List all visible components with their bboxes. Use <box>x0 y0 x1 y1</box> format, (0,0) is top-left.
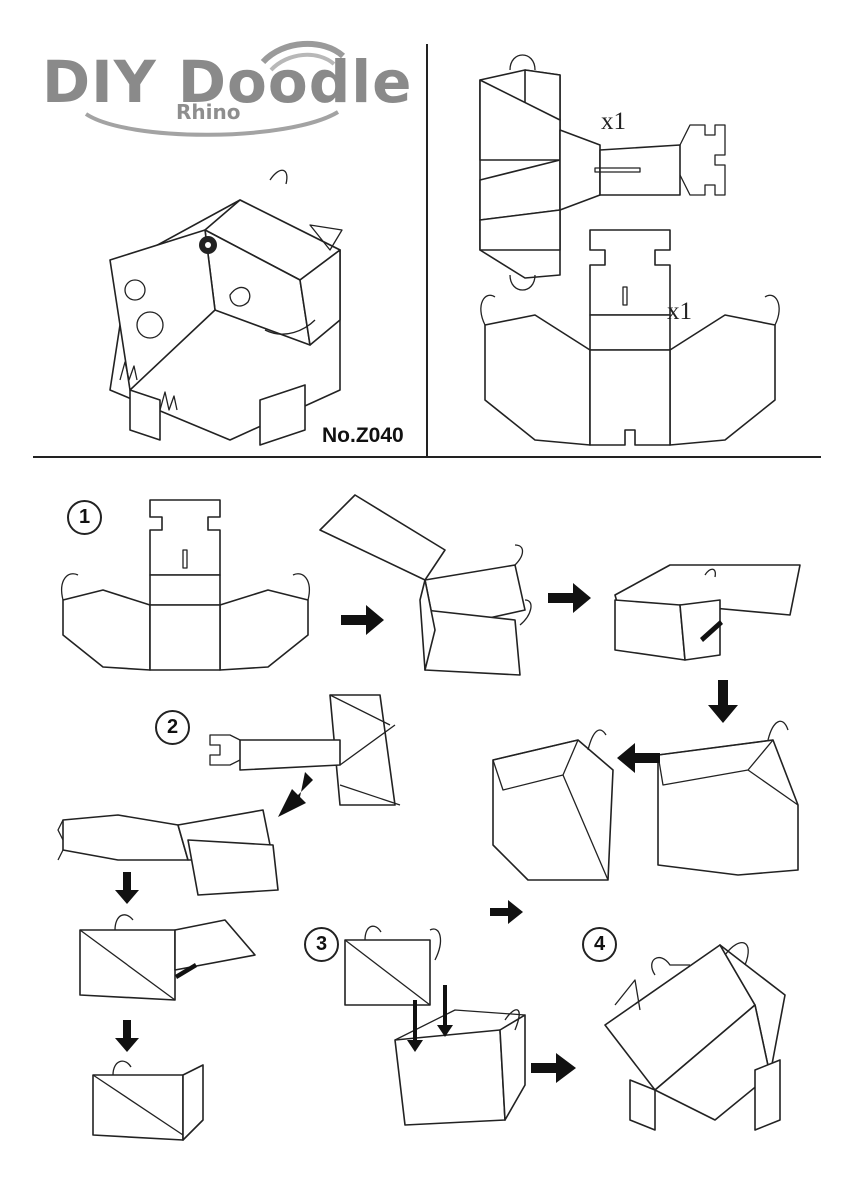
arrow-down-icon <box>115 1020 139 1052</box>
brand-subtitle: Rhino <box>176 100 241 124</box>
part-2-quantity: x1 <box>667 298 692 325</box>
step-1-box-front <box>492 729 614 881</box>
horizontal-divider <box>33 456 821 458</box>
step-2-marker: 2 <box>155 710 190 745</box>
insert-arrow-icon <box>437 985 453 1037</box>
step-4-marker: 4 <box>582 927 617 962</box>
arrow-right-icon <box>531 1053 576 1083</box>
step-1-box-side <box>657 720 799 876</box>
die-cut-part-head <box>479 54 726 291</box>
rhino-product-illustration <box>109 169 343 446</box>
step-3-marker: 3 <box>304 927 339 962</box>
brand-logo: DIY Doodle Rhino <box>38 30 412 140</box>
vertical-divider <box>426 44 428 456</box>
step-3-body-box <box>394 985 526 1126</box>
arrow-left-icon <box>617 743 660 773</box>
arrow-down-icon <box>115 872 139 904</box>
step-1-partial-fold <box>319 494 532 676</box>
arrow-right-icon <box>490 900 523 924</box>
arrow-right-icon <box>341 605 384 635</box>
insert-arrow-icon <box>700 620 723 642</box>
step-2-box-a <box>79 914 256 1001</box>
step-2-box-b <box>92 1060 204 1141</box>
arrow-down-icon <box>708 680 738 723</box>
step-2-head-piece <box>209 694 401 806</box>
logo-arc-icon <box>84 41 346 137</box>
insert-arrow-icon <box>407 1000 423 1052</box>
die-cut-part-body <box>480 229 780 446</box>
insert-arrow-icon <box>175 963 197 979</box>
step-2-folded-side <box>57 809 279 896</box>
product-number: No.Z040 <box>322 424 404 447</box>
arrow-right-icon <box>548 583 591 613</box>
step-1-flap-insert <box>614 564 801 661</box>
arrow-down-left-icon <box>278 772 313 817</box>
part-1-quantity: x1 <box>601 108 626 135</box>
brand-name: DIY Doodle <box>42 48 413 116</box>
step-1-marker: 1 <box>67 500 102 535</box>
step-1-flat-body <box>61 499 310 671</box>
step-3-head-box <box>344 925 442 1006</box>
step-4-assembled-rhino <box>604 942 786 1131</box>
